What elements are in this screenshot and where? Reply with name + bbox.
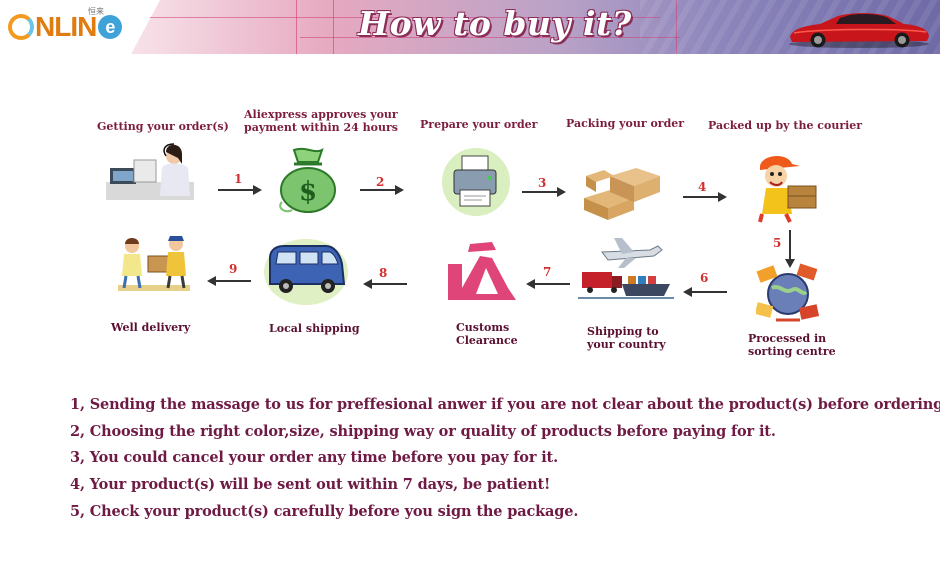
step-label-line: Aliexpress approves your [244, 108, 398, 121]
step-label-local-shipping: Local shipping [269, 322, 360, 335]
flow-arrow [522, 185, 566, 199]
step-label-packing-order: Packing your order [566, 117, 685, 130]
banner-decor-line [150, 17, 660, 18]
brand-logo[interactable]: NLIN e 恒来 [8, 7, 123, 47]
flow-arrow [207, 274, 251, 288]
note-item: 1, Sending the massage to us for preffes… [70, 396, 940, 413]
step-label-sorting-centre: Processed in sorting centre [748, 332, 836, 358]
step-label-prepare-order: Prepare your order [420, 118, 538, 131]
flow-arrow [683, 190, 727, 204]
flow-arrow-down [784, 230, 796, 268]
flow-arrow [360, 183, 404, 197]
step-number: 1 [234, 172, 243, 186]
header-banner: NLIN e 恒来 How to buy it? [0, 0, 940, 54]
flow-arrow [683, 285, 727, 299]
step-label-payment-approval: Aliexpress approves your payment within … [244, 108, 398, 134]
flow-arrow [363, 277, 407, 291]
step-label-line: Clearance [456, 334, 518, 347]
note-item: 5, Check your product(s) carefully befor… [70, 502, 579, 520]
page-title: How to buy it? [358, 4, 632, 43]
step-number: 9 [229, 262, 238, 276]
courier-with-package-icon [758, 155, 817, 223]
flow-arrow [526, 277, 570, 291]
customer-service-agent-icon [106, 143, 194, 200]
step-number: 5 [773, 236, 782, 250]
step-label-line: Shipping to [587, 325, 659, 338]
money-bag-icon: $ [279, 147, 336, 213]
step-label-line: payment within 24 hours [244, 121, 398, 134]
step-number: 2 [376, 175, 385, 189]
customs-officer-icon [448, 242, 516, 300]
logo-c-icon [8, 14, 34, 40]
step-label-shipping-to-country: Shipping to your country [587, 325, 666, 351]
sorting-centre-globe-icon [756, 263, 820, 322]
step-number: 3 [538, 176, 547, 190]
step-label-line: Processed in [748, 332, 827, 345]
banner-decor-line [676, 0, 677, 54]
sports-car-icon [789, 13, 929, 48]
note-item: 3, You could cancel your order any time … [70, 449, 559, 467]
step-label-packed-by-courier: Packed up by the courier [708, 119, 863, 132]
van-icon [264, 239, 348, 305]
buying-notes-list: 1, Sending the massage to us for preffes… [70, 395, 940, 528]
flow-arrow [218, 183, 262, 197]
note-item: 2, Choosing the right color,size, shippi… [70, 422, 776, 440]
step-label-getting-order: Getting your order(s) [97, 120, 229, 133]
step-number: 4 [698, 180, 707, 194]
step-label-well-delivery: Well delivery [111, 321, 191, 334]
step-number: 8 [379, 266, 388, 280]
printer-icon [442, 148, 510, 216]
delivery-handover-icon [118, 236, 190, 291]
note-item: 4, Your product(s) will be sent out with… [70, 476, 551, 494]
step-label-line: sorting centre [748, 345, 836, 358]
svg-text:$: $ [299, 177, 317, 207]
banner-decor-line [296, 0, 297, 54]
banner-decor-line [300, 37, 680, 38]
step-number: 6 [700, 271, 709, 285]
step-label-line: your country [587, 338, 666, 351]
logo-text: NLIN [35, 11, 97, 42]
step-label-customs-clearance: Customs Clearance [456, 321, 518, 347]
banner-decor-line [333, 0, 334, 54]
logo-chinese-text: 恒来 [88, 7, 104, 16]
plane-truck-ship-icon [578, 238, 674, 299]
step-label-line: Customs [456, 321, 510, 334]
logo-e-badge: e [98, 15, 123, 39]
step-number: 7 [543, 265, 552, 279]
cardboard-boxes-icon [584, 168, 660, 220]
